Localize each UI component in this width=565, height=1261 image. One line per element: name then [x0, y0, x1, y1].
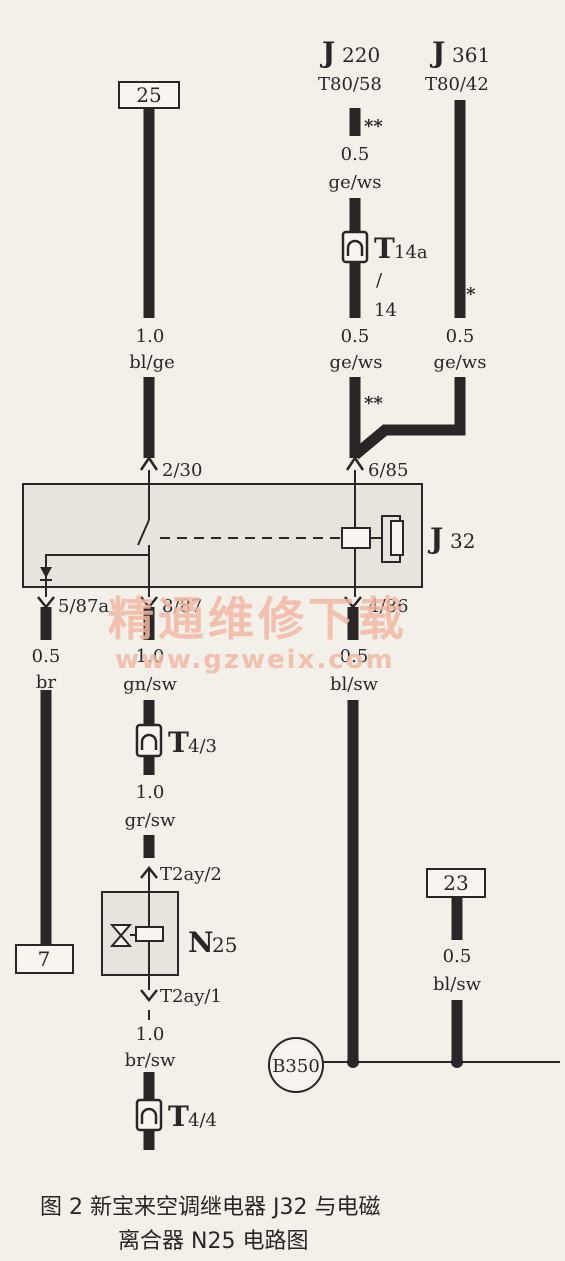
- connector-t44-icon: [140, 1107, 158, 1124]
- pin-arrow-t2ay1: [140, 989, 158, 1003]
- label-color-bl-sw: bl/sw: [330, 674, 379, 695]
- connector-t43-icon: [140, 733, 158, 750]
- pin-arrow-5-87a: [37, 596, 55, 610]
- box-23-label: 23: [443, 871, 468, 895]
- pin-label-5-87a: 5/87a: [58, 596, 109, 617]
- label-size-bl-sw-23: 0.5: [443, 946, 472, 967]
- clutch-valve-icon: [109, 924, 133, 947]
- connector-t14a-body: [341, 230, 369, 264]
- pin-arrow-6-85: [345, 455, 365, 471]
- label-color-bl-sw-23: bl/sw: [433, 974, 482, 995]
- label-size-ge-ws-right: 0.5: [446, 326, 475, 347]
- label-size-bl-sw: 0.5: [340, 646, 369, 667]
- relay-switch-blade: [137, 519, 150, 546]
- pin-label-8-87: 8/87: [162, 596, 202, 617]
- connector-t14a-icon: [346, 239, 364, 256]
- clutch-n25-number: 25: [212, 933, 237, 957]
- connector-t44-letter: T: [168, 1100, 189, 1133]
- box-7-label: 7: [38, 947, 51, 971]
- connector-t44-sub: 4/4: [188, 1110, 217, 1131]
- pin-arrow-8-87: [140, 596, 158, 610]
- relay-pin-arrows: [37, 455, 365, 610]
- clutch-coil-icon: [135, 926, 164, 942]
- connector-t14a-slash: /: [376, 270, 383, 291]
- ecu-j220-letter: J: [319, 36, 335, 69]
- clutch-pin-top: T2ay/2: [160, 864, 222, 885]
- watermark: 精通维修下载 www.gzweix.com: [108, 592, 408, 675]
- label-color-gr-sw: gr/sw: [125, 810, 176, 831]
- label-color-ge-ws-mid: ge/ws: [330, 352, 383, 373]
- connector-t44-label: T 4/4: [168, 1100, 217, 1133]
- relay-j32-label: J 32: [427, 522, 475, 555]
- label-color-gn-sw: gn/sw: [123, 674, 177, 695]
- box-23: [426, 868, 486, 898]
- relay-pin-labels: 2/30 6/85 5/87a 8/87 4/86: [58, 460, 408, 617]
- junction-bl-sw: [347, 1056, 359, 1068]
- ecu-j361-number: 361: [452, 43, 490, 67]
- label-size-bl-ge: 1.0: [136, 326, 165, 347]
- label-size-ge-ws-mid: 0.5: [341, 326, 370, 347]
- caption-line-2: 离合器 N25 电路图: [118, 1229, 308, 1254]
- clutch-n25-label: N 25 T2ay/2 T2ay/1: [160, 864, 237, 1007]
- connector-t43-body: [135, 723, 163, 758]
- ecu-j220-pin: T80/58: [318, 74, 382, 95]
- mark-mid: **: [364, 393, 383, 414]
- mark-j361: *: [466, 284, 476, 305]
- mark-j220: **: [364, 116, 383, 137]
- clutch-n25-letter: N: [188, 926, 214, 959]
- clutch-pin-bottom: T2ay/1: [160, 986, 222, 1007]
- label-size-br-sw: 1.0: [136, 1024, 165, 1045]
- relay-resistor: [390, 520, 404, 556]
- wire-segments: [40, 100, 466, 1150]
- label-color-br: br: [36, 672, 57, 693]
- connector-t14a-letter: T: [374, 232, 395, 265]
- label-color-ge-ws-right: ge/ws: [434, 352, 487, 373]
- label-size-br: 0.5: [32, 646, 61, 667]
- pin-label-4-86: 4/86: [368, 596, 408, 617]
- ecu-j361-letter: J: [429, 36, 445, 69]
- pin-arrow-4-86: [344, 596, 362, 610]
- pin-label-6-85: 6/85: [368, 460, 408, 481]
- ground-point-b350: [268, 1037, 324, 1093]
- watermark-url: www.gzweix.com: [115, 645, 395, 675]
- connector-t43-letter: T: [168, 726, 189, 759]
- label-color-ge-ws-top: ge/ws: [329, 172, 382, 193]
- wire-j361-join: [351, 377, 466, 460]
- label-size-gn-sw: 1.0: [136, 646, 165, 667]
- ecu-j220: J 220 T80/58: [318, 36, 382, 95]
- box-7: [15, 944, 74, 974]
- relay-diode-icon: [40, 567, 52, 578]
- box-25-label: 25: [136, 83, 161, 107]
- label-color-bl-ge: bl/ge: [129, 352, 175, 373]
- connector-t44-body: [135, 1098, 163, 1132]
- relay-nc-contact: [45, 554, 149, 597]
- pin-label-2-30: 2/30: [162, 460, 202, 481]
- ecu-j361: J 361 T80/42: [425, 36, 490, 95]
- ecu-j220-number: 220: [342, 43, 380, 67]
- relay-diode-loop: [370, 515, 401, 563]
- connector-t14a-label: T 14a / 14: [374, 232, 428, 321]
- relay-j32-number: 32: [450, 529, 475, 553]
- ground-point-label: B350: [272, 1056, 320, 1077]
- label-color-br-sw: br/sw: [125, 1050, 176, 1071]
- wire-labels: 0.5 ge/ws 1.0 bl/ge 0.5 ge/ws 0.5 ge/ws …: [32, 144, 487, 1071]
- relay-coil: [341, 527, 371, 549]
- connector-symbols: [135, 230, 369, 1132]
- junction-23: [451, 1056, 463, 1068]
- label-size-ge-ws-top: 0.5: [341, 144, 370, 165]
- connector-t14a-sub: 14a: [394, 242, 428, 263]
- label-size-gr-sw: 1.0: [136, 782, 165, 803]
- connector-t43-sub: 4/3: [188, 736, 217, 757]
- relay-internals: [45, 470, 404, 597]
- caption-line-1: 图 2 新宝来空调继电器 J32 与电磁: [40, 1195, 380, 1220]
- pin-arrow-2-30: [139, 455, 159, 471]
- relay-j32-letter: J: [427, 522, 443, 555]
- watermark-cn: 精通维修下载: [108, 592, 408, 646]
- ecu-j361-pin: T80/42: [425, 74, 489, 95]
- connector-t43-label: T 4/3: [168, 726, 217, 759]
- connector-t14a-pin: 14: [374, 300, 397, 321]
